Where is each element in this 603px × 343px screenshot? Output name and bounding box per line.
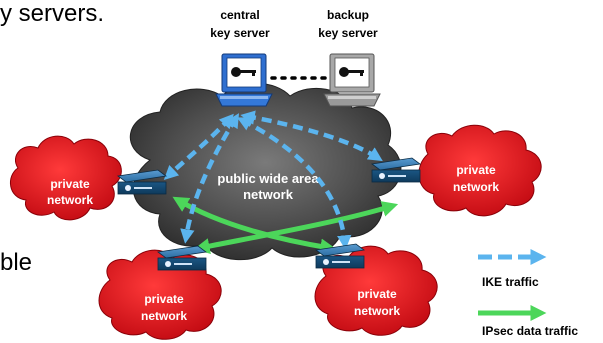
svg-text:key server: key server (318, 26, 378, 40)
svg-text:central: central (220, 8, 259, 22)
svg-text:private: private (456, 163, 496, 177)
svg-text:key server: key server (210, 26, 270, 40)
legend-ipsec-label: IPsec data traffic (482, 324, 578, 338)
ike-arrow-bottom-left (180, 113, 240, 244)
svg-text:network: network (47, 193, 93, 207)
private-network-cloud-bottom-left: private network (98, 249, 222, 340)
private-network-cloud-right: private network (418, 124, 542, 217)
legend: IKE traffic IPsec data traffic (478, 248, 578, 338)
svg-text:private: private (144, 292, 184, 306)
ike-arrow-bottom-right (236, 117, 352, 250)
slide-text-fragment-top: y servers. (0, 0, 104, 27)
ike-traffic-arrows (163, 110, 383, 250)
slide-text-fragment-left: ble (0, 249, 32, 276)
private-network-cloud-left: private network (10, 135, 122, 221)
backup-key-server-icon (323, 53, 381, 107)
svg-text:private: private (50, 177, 90, 191)
key-icon (231, 67, 241, 77)
svg-text:private: private (357, 287, 397, 301)
central-server-label: central key server (210, 8, 270, 40)
central-key-server-icon (215, 53, 273, 107)
svg-text:public wide area: public wide area (217, 171, 319, 186)
router-left-icon (116, 169, 168, 195)
svg-text:network: network (141, 309, 187, 323)
key-icon (339, 67, 349, 77)
svg-text:backup: backup (327, 8, 369, 22)
svg-text:network: network (354, 304, 400, 318)
legend-ike-label: IKE traffic (482, 275, 539, 289)
backup-server-label: backup key server (318, 8, 378, 40)
svg-text:network: network (243, 187, 294, 202)
router-bottom-left-icon (156, 245, 208, 271)
svg-text:network: network (453, 180, 499, 194)
router-right-icon (370, 157, 422, 183)
router-bottom-right-icon (314, 243, 366, 269)
